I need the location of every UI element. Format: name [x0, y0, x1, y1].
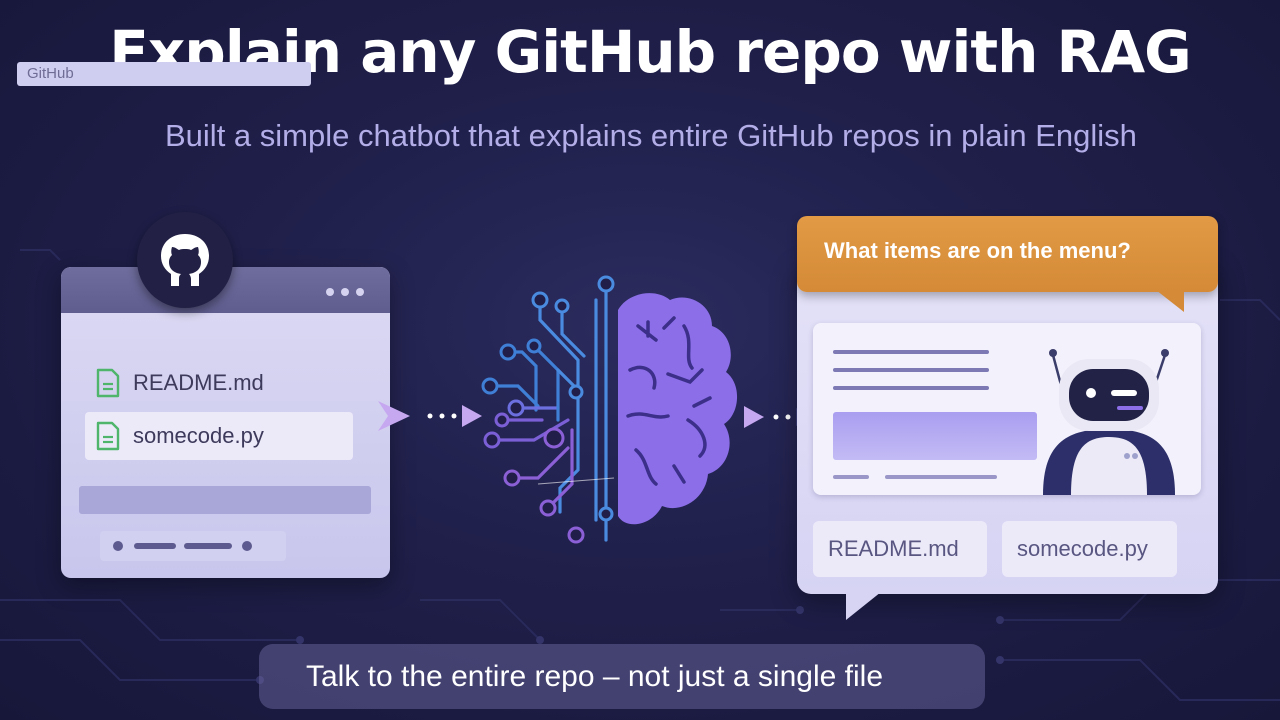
file-item-somecode[interactable]: somecode.py [85, 412, 353, 460]
text-line [833, 350, 989, 354]
file-name: somecode.py [133, 423, 264, 448]
pagination-dots-icon [113, 541, 252, 551]
question-bubble-tail [1156, 290, 1184, 312]
github-octocat-icon [161, 234, 209, 286]
text-line [833, 475, 869, 479]
placeholder-bar [79, 486, 371, 514]
arrow-left-to-brain [378, 401, 482, 431]
source-chip-label: README.md [828, 536, 959, 561]
file-item-readme[interactable]: README.md [85, 360, 353, 406]
document-icon [96, 368, 120, 398]
bottom-caption: Talk to the entire repo – not just a sin… [259, 644, 985, 709]
text-line [833, 368, 989, 372]
source-chip-label: somecode.py [1017, 536, 1148, 561]
chat-bubble-tail [846, 588, 886, 620]
chat-response-card [813, 323, 1201, 495]
user-question-bubble: What items are on the menu? [797, 216, 1218, 292]
github-logo-badge [137, 212, 233, 308]
source-chip-somecode[interactable]: somecode.py [1002, 521, 1177, 577]
highlighted-response [833, 412, 1037, 460]
text-line [885, 475, 997, 479]
window-dots-icon [326, 288, 364, 296]
robot-assistant-icon [1043, 349, 1175, 495]
brain-circuit-icon [481, 275, 738, 544]
source-chip-readme[interactable]: README.md [813, 521, 987, 577]
text-line [833, 386, 989, 390]
file-name: README.md [133, 370, 264, 395]
document-icon [96, 421, 120, 451]
github-label: GitHub [17, 62, 311, 86]
pagination-pill [100, 531, 286, 561]
page-subtitle: Built a simple chatbot that explains ent… [165, 118, 1137, 153]
